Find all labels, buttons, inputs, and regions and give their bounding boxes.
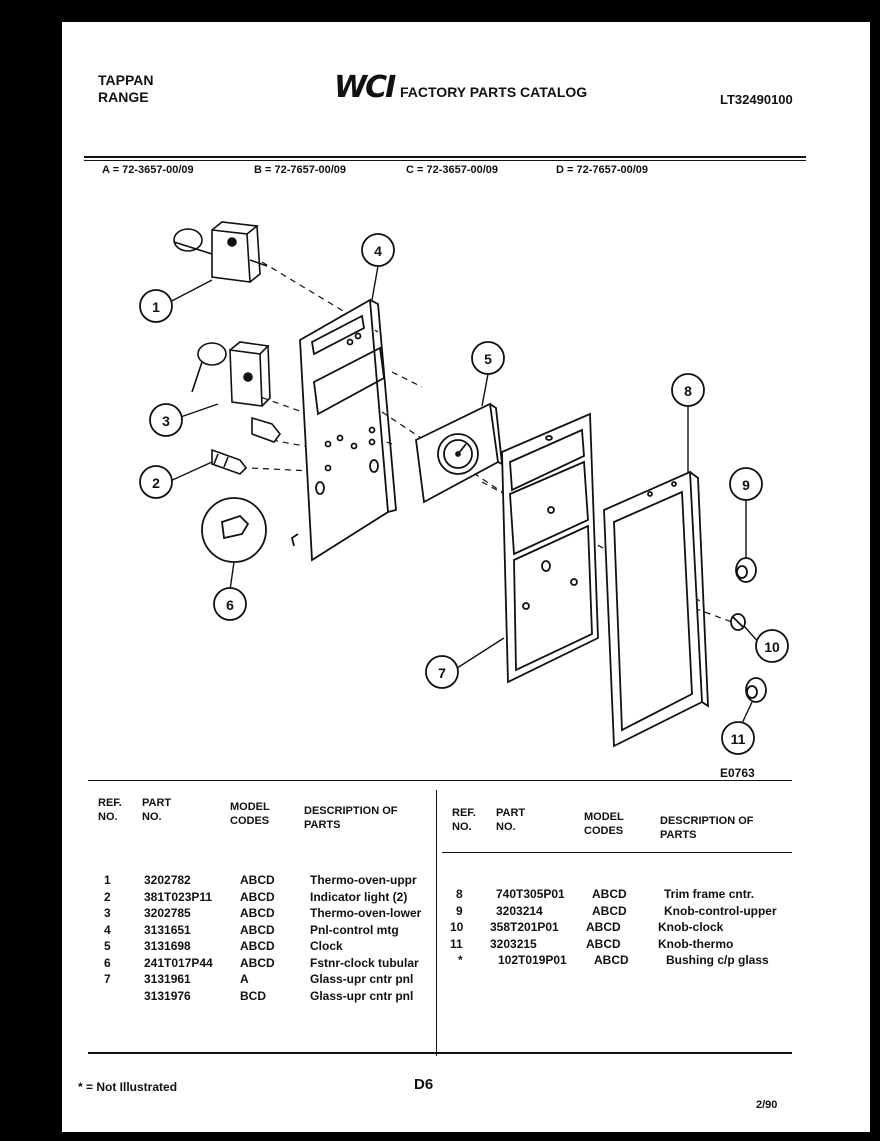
callout-3: 3 — [162, 413, 170, 429]
callout-4: 4 — [374, 243, 382, 259]
callout-7: 7 — [438, 665, 446, 681]
right-header-model: MODEL CODES — [584, 811, 624, 837]
catalog-title: FACTORY PARTS CATALOG — [400, 84, 588, 100]
callout-6: 6 — [226, 597, 234, 613]
callout-11: 11 — [731, 731, 746, 747]
header-rule — [84, 156, 806, 158]
part-3-thermo-lower — [191, 341, 282, 443]
part-10-knob-clock — [730, 613, 746, 631]
header-rule-thin — [84, 160, 806, 161]
part-7-glass-panel — [501, 412, 599, 684]
brand-block: TAPPAN RANGE — [98, 72, 153, 106]
table-bottom-rule — [88, 1052, 792, 1054]
right-header-ref: REF. NO. — [452, 807, 476, 833]
right-header-part: PART NO. — [496, 807, 526, 833]
catalog-page: TAPPAN RANGE WCI FACTORY PARTS CATALOG L… — [62, 22, 870, 1132]
catalog-number: LT32490100 — [720, 92, 793, 107]
part-5-clock — [415, 402, 504, 504]
model-code-c: C = 72-3657-00/09 — [406, 164, 499, 176]
not-illustrated-note: * = Not Illustrated — [78, 1080, 178, 1094]
right-header-rule — [442, 852, 792, 853]
model-code-b: B = 72-7657-00/09 — [254, 164, 347, 176]
callout-2: 2 — [152, 475, 160, 491]
left-header-part: PART NO. — [142, 797, 172, 823]
part-1-thermo-upper — [173, 221, 268, 283]
callout-1: 1 — [152, 299, 160, 315]
wci-logo: WCI — [334, 70, 396, 105]
right-header-desc: DESCRIPTION OF PARTS — [660, 815, 754, 841]
callout-8: 8 — [684, 383, 692, 399]
part-6-clock-fastener — [201, 497, 267, 563]
brand-line-2: RANGE — [98, 89, 149, 105]
left-header-desc: DESCRIPTION OF PARTS — [304, 805, 398, 831]
table-divider — [436, 790, 437, 1056]
brand-line-1: TAPPAN — [98, 72, 154, 88]
callout-10: 10 — [764, 639, 780, 655]
part-4-control-panel — [290, 298, 397, 562]
model-code-d: D = 72-7657-00/09 — [556, 164, 649, 176]
part-9-knob-upper — [735, 557, 757, 583]
page-code: D6 — [414, 1076, 434, 1093]
left-header-model: MODEL CODES — [230, 801, 270, 827]
part-2-indicator-light — [211, 448, 248, 475]
left-header-ref: REF. NO. — [98, 797, 122, 823]
model-code-a: A = 72-3657-00/09 — [102, 164, 194, 176]
revision-date: 2/90 — [756, 1099, 778, 1111]
drawing-code: E0763 — [720, 766, 755, 780]
table-top-rule — [88, 780, 792, 781]
callout-9: 9 — [742, 477, 750, 493]
callout-5: 5 — [484, 351, 492, 367]
exploded-parts-diagram: 1 2 3 4 5 6 7 8 9 10 11 — [139, 221, 789, 755]
part-8-trim-frame — [603, 470, 709, 748]
part-11-knob-thermo — [745, 677, 767, 703]
